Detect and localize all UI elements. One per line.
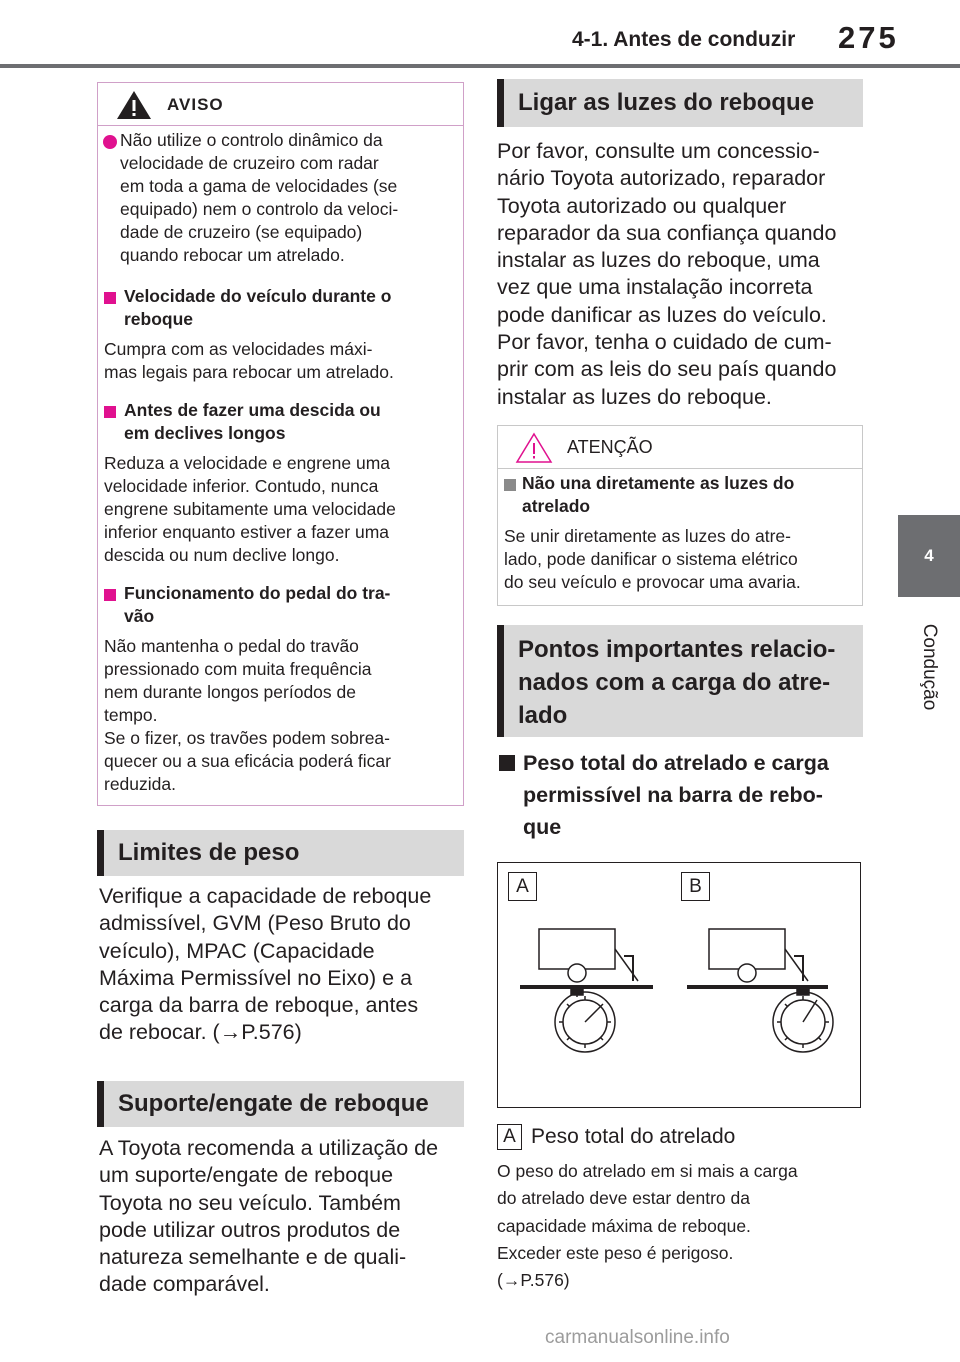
bullet-square-icon xyxy=(104,406,116,418)
warning-header: AVISO xyxy=(98,83,463,126)
caution-triangle-icon xyxy=(515,432,553,463)
bullet-dot-icon xyxy=(103,135,117,149)
section-title: 4-1. Antes de conduzir xyxy=(572,28,796,51)
warning-item-body: Cumpra com as velocidades máxi- mas lega… xyxy=(104,339,394,382)
diagram-label-b: B xyxy=(681,872,710,901)
page-number: 275 xyxy=(838,20,899,55)
trailer-scale-right xyxy=(687,928,834,1053)
warning-intro: Não utilize o controlo dinâmico da veloc… xyxy=(120,130,399,265)
subsection-square-icon xyxy=(499,755,515,771)
weight-limits-text: Verifique a capacidade de reboque admiss… xyxy=(99,884,432,1045)
section-heading-trailer-lights: Ligar as luzes do reboque xyxy=(497,79,863,127)
section-heading-weight-limits: Limites de peso xyxy=(97,830,464,876)
warning-item-heading: Velocidade do veículo durante o reboque xyxy=(124,286,392,329)
caution-body: Se unir diretamente as luzes do atre- la… xyxy=(504,526,801,592)
legend-key-a: A xyxy=(497,1124,522,1150)
caution-heading: Não una diretamente as luzes do atrelado xyxy=(522,473,795,516)
section-heading-load-points: Pontos importantes relacio- nados com a … xyxy=(497,625,863,737)
trailer-scale-left xyxy=(520,928,653,1053)
section-heading-hitch: Suporte/engate de reboque xyxy=(97,1081,464,1127)
bullet-square-icon xyxy=(504,479,516,491)
warning-item-heading: Funcionamento do pedal do tra- vão xyxy=(124,583,391,626)
scale-illustration xyxy=(520,928,834,1053)
warning-item-heading: Antes de fazer uma descida ou em declive… xyxy=(124,400,381,443)
warning-title: AVISO xyxy=(167,95,224,114)
weight-diagram: A B xyxy=(497,862,861,1108)
bullet-square-icon xyxy=(104,589,116,601)
trailer-lights-text: Por favor, consulte um concessio- nário … xyxy=(497,139,837,409)
watermark: carmanualsonline.info xyxy=(545,1327,730,1348)
bullet-square-icon xyxy=(104,292,116,304)
warning-item-body: Não mantenha o pedal do travão pressiona… xyxy=(104,636,391,794)
legend-body: O peso do atrelado em si mais a carga do… xyxy=(497,1161,798,1291)
diagram-label-a: A xyxy=(508,872,537,901)
legend-title: Peso total do atrelado xyxy=(531,1125,736,1148)
header-rule xyxy=(0,64,960,68)
warning-box: AVISO Não utilize o controlo dinâmico da… xyxy=(97,82,464,806)
chapter-tab: 4 xyxy=(898,515,960,597)
subsection-heading: Peso total do atrelado e carga permissív… xyxy=(523,751,829,839)
chapter-label: Condução xyxy=(919,623,940,711)
warning-triangle-icon xyxy=(117,91,151,119)
caution-box: ATENÇÃO Não una diretamente as luzes do … xyxy=(497,425,863,606)
caution-title: ATENÇÃO xyxy=(567,437,653,457)
warning-item-body: Reduza a velocidade e engrene uma veloci… xyxy=(104,453,396,565)
hitch-text: A Toyota recomenda a utilização de um su… xyxy=(99,1136,439,1297)
caution-header: ATENÇÃO xyxy=(498,426,862,469)
chapter-number: 4 xyxy=(924,546,934,565)
